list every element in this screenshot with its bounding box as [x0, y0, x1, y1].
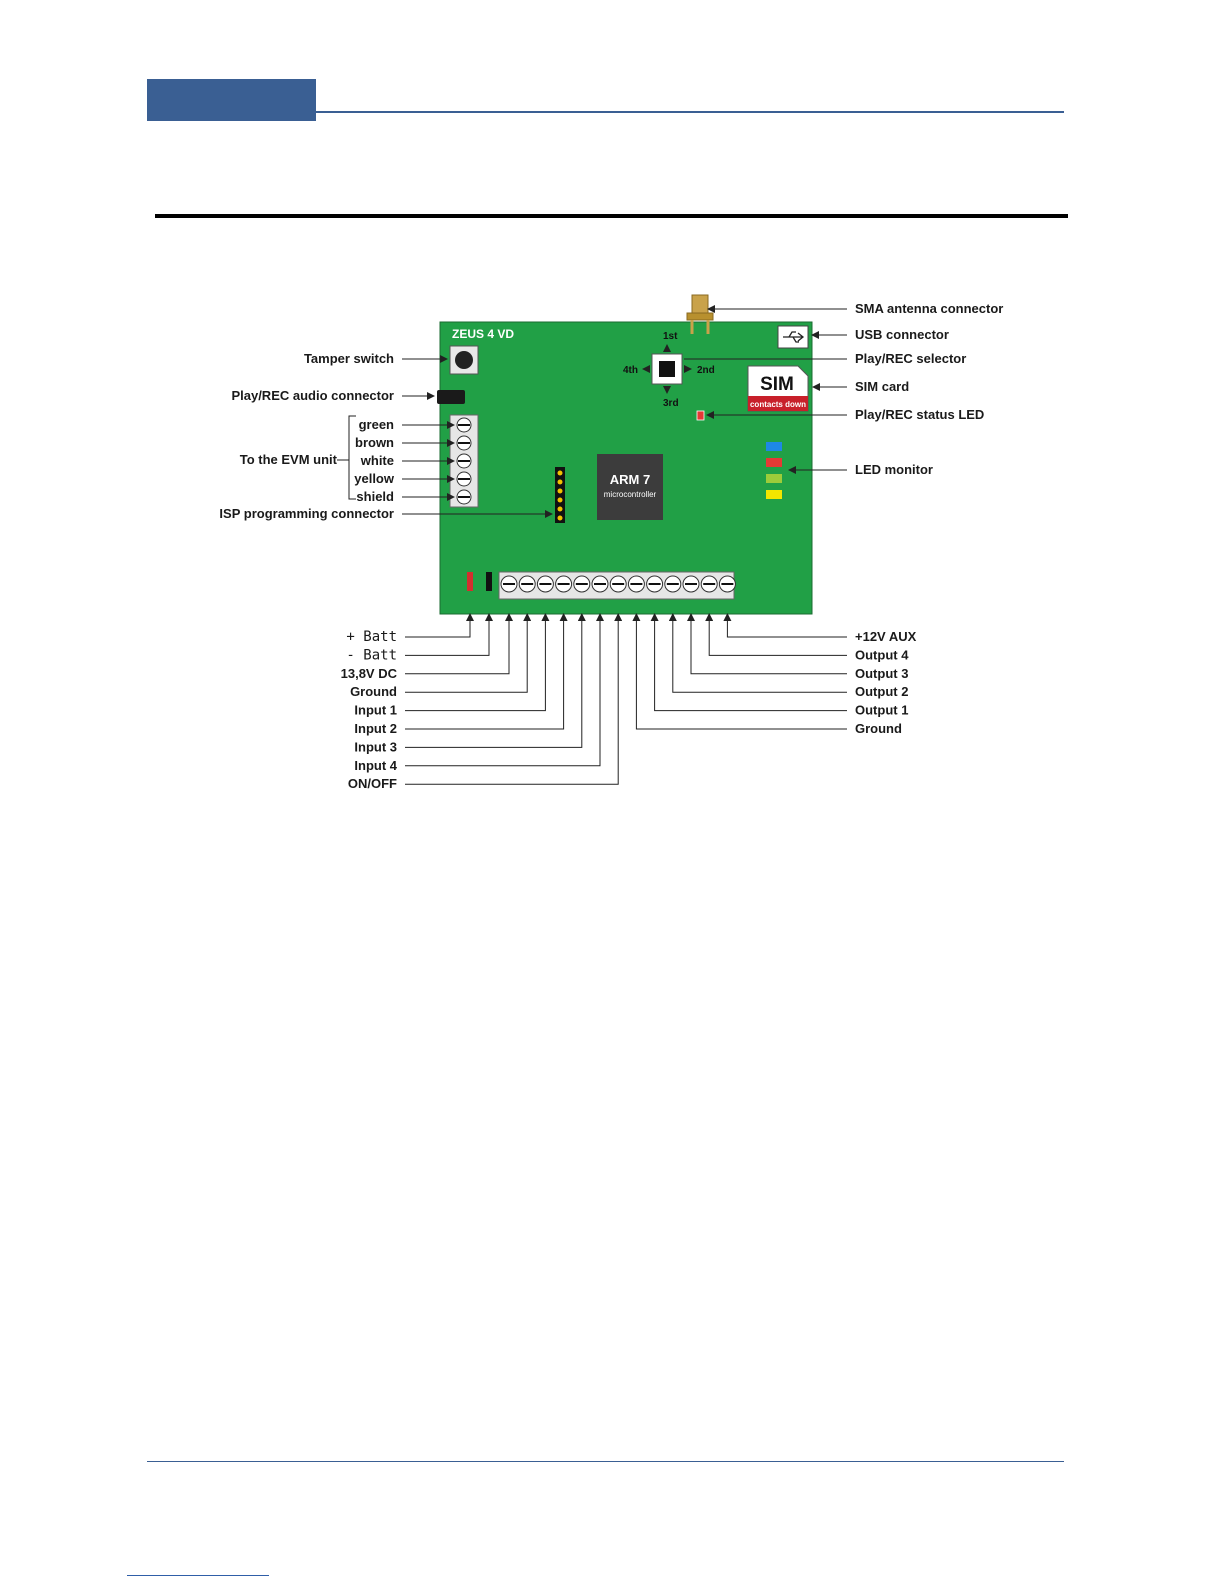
- terminal-label-left: Input 3: [354, 739, 397, 754]
- terminal-leader-right: [687, 613, 847, 675]
- isp-pin: [557, 497, 563, 503]
- mcu-chip: [597, 454, 663, 520]
- terminal-leader-right: [705, 613, 847, 656]
- audio-connector-icon: [437, 390, 465, 404]
- terminal-label-left: Input 2: [354, 721, 397, 736]
- terminal-leader-left: [405, 613, 604, 767]
- isp-pin: [557, 470, 563, 476]
- board-name: ZEUS 4 VD: [452, 327, 514, 341]
- terminal-leader-left: [405, 613, 586, 748]
- led-monitor: [766, 442, 782, 499]
- evm-wire-label: green: [359, 417, 394, 432]
- isp-pin: [557, 488, 563, 494]
- terminal-leader-left: [405, 613, 532, 693]
- terminal-leader-left: [405, 613, 623, 785]
- battery-plus-lead: [467, 572, 473, 591]
- terminal-leader-left: [405, 613, 513, 675]
- terminal-label-left: - Batt: [346, 647, 397, 663]
- terminal-label-left: Ground: [350, 684, 397, 699]
- evm-wire-label: white: [360, 453, 394, 468]
- header-block: [147, 79, 316, 121]
- evm-wire-label: shield: [356, 489, 394, 504]
- terminal-leader-right: [650, 613, 847, 712]
- selector-pos-1: 1st: [663, 331, 678, 342]
- isp-pin: [557, 506, 563, 512]
- main-terminal-block: [498, 571, 736, 600]
- selector-pos-4: 4th: [623, 365, 638, 376]
- label-status-led: Play/REC status LED: [855, 407, 984, 422]
- terminal-leader-left: [405, 613, 493, 656]
- label-sma: SMA antenna connector: [855, 301, 1003, 316]
- isp-header-icon: [555, 467, 565, 523]
- sim-title: SIM: [760, 374, 794, 395]
- label-isp: ISP programming connector: [219, 506, 394, 521]
- terminal-leader-left: [405, 613, 474, 638]
- evm-wire-labels: green brown white yellow shield: [354, 417, 455, 504]
- selector-pos-2: 2nd: [697, 365, 715, 376]
- footer-link-underline: [127, 1575, 269, 1576]
- sim-card-icon: [747, 365, 809, 412]
- battery-minus-lead: [486, 572, 492, 591]
- monitor-led: [766, 442, 782, 451]
- mcu-title: ARM 7: [610, 472, 650, 487]
- terminal-label-right: Output 3: [855, 666, 908, 681]
- label-tamper: Tamper switch: [304, 351, 394, 366]
- isp-pin: [557, 479, 563, 485]
- monitor-led: [766, 490, 782, 499]
- label-sim: SIM card: [855, 379, 909, 394]
- terminal-labels-right: +12V AUX Output 4 Output 3 Output 2 Output 1…: [632, 613, 917, 736]
- terminal-leader-right: [668, 613, 847, 693]
- tamper-switch-icon: [449, 345, 479, 375]
- monitor-led: [766, 474, 782, 483]
- terminal-label-left: Input 1: [354, 703, 397, 718]
- selector-pos-3: 3rd: [663, 398, 679, 409]
- usb-icon: [777, 325, 809, 349]
- terminal-label-right: Ground: [855, 721, 902, 736]
- footer-rule: [147, 1461, 1064, 1462]
- evm-wire-label: yellow: [354, 471, 395, 486]
- sma-antenna-icon: [686, 294, 714, 334]
- header-rule: [316, 111, 1064, 113]
- terminal-label-left: 13,8V DC: [341, 666, 398, 681]
- terminal-label-right: Output 4: [855, 647, 909, 662]
- label-selector: Play/REC selector: [855, 351, 966, 366]
- terminal-label-left: + Batt: [346, 629, 397, 645]
- terminal-leader-left: [405, 613, 550, 712]
- terminal-leader-right: [632, 613, 847, 730]
- evm-wire-label: brown: [355, 435, 394, 450]
- terminal-label-right: Output 2: [855, 684, 908, 699]
- terminal-leader-left: [405, 613, 568, 730]
- label-usb: USB connector: [855, 327, 949, 342]
- section-rule: [155, 214, 1068, 218]
- monitor-led: [766, 458, 782, 467]
- play-rec-selector-icon: [642, 344, 692, 394]
- label-audio: Play/REC audio connector: [231, 388, 394, 403]
- status-led-icon: [696, 410, 705, 421]
- terminal-label-left: Input 4: [354, 758, 397, 773]
- terminal-label-right: +12V AUX: [855, 629, 917, 644]
- label-led-monitor: LED monitor: [855, 462, 933, 477]
- sim-subtitle: contacts down: [750, 400, 806, 409]
- terminal-label-right: Output 1: [855, 703, 908, 718]
- terminal-leader-right: [723, 613, 847, 638]
- evm-terminal-block: [449, 414, 479, 508]
- terminal-label-left: ON/OFF: [348, 776, 397, 791]
- mcu-subtitle: microcontroller: [604, 490, 657, 499]
- label-evm-group: To the EVM unit: [240, 452, 338, 467]
- isp-pin: [557, 515, 563, 521]
